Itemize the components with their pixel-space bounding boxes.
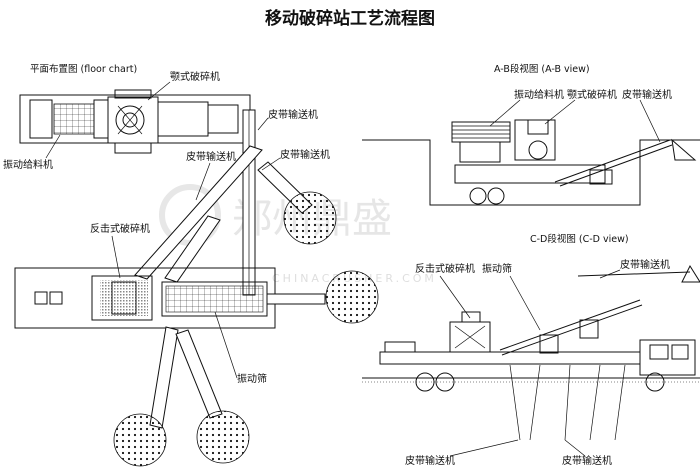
belt-conveyor-horizontal bbox=[266, 293, 326, 305]
label-cd-belt-bottom-left: 皮带输送机 bbox=[405, 454, 455, 467]
jaw-station-top-view bbox=[19, 89, 251, 154]
label-cd-impact-crusher: 反击式破碎机 bbox=[415, 262, 475, 275]
belt-conveyor-lower-left bbox=[149, 326, 179, 429]
label-cd-belt-bottom-right: 皮带输送机 bbox=[562, 454, 612, 467]
ab-view-title: A-B段视图 (A-B view) bbox=[494, 63, 590, 75]
diagram-title: 移动破碎站工艺流程图 bbox=[265, 8, 435, 29]
label-jaw-crusher: 颚式破碎机 bbox=[170, 70, 220, 83]
label-impact-crusher-floor: 反击式破碎机 bbox=[90, 222, 150, 235]
stockpile-1 bbox=[283, 191, 337, 245]
belt-conveyor-diagonal-short bbox=[164, 215, 221, 283]
cd-view-drawing bbox=[362, 264, 700, 441]
label-vibrating-feeder-floor: 振动给料机 bbox=[3, 158, 53, 171]
label-ab-vibrating-feeder: 振动给料机 bbox=[514, 88, 564, 101]
label-belt-mid-right: 皮带输送机 bbox=[280, 148, 330, 161]
belt-conveyor-diagonal-long bbox=[134, 145, 263, 280]
stockpile-2 bbox=[325, 270, 379, 324]
stockpile-4 bbox=[196, 410, 250, 464]
belt-conveyor-vertical bbox=[242, 109, 256, 296]
label-belt-top-right: 皮带输送机 bbox=[268, 108, 318, 121]
label-cd-vibrating-screen: 振动筛 bbox=[482, 262, 512, 275]
impact-station-top-view bbox=[14, 267, 276, 329]
ab-view-drawing bbox=[362, 119, 700, 206]
label-cd-belt-top: 皮带输送机 bbox=[620, 258, 670, 271]
label-ab-jaw-crusher: 颚式破碎机 bbox=[567, 88, 617, 101]
belt-conveyor-lower-right bbox=[175, 329, 223, 419]
stockpile-3 bbox=[113, 413, 167, 467]
label-vibrating-screen-floor: 振动筛 bbox=[237, 372, 267, 385]
label-ab-belt-conveyor: 皮带输送机 bbox=[622, 88, 672, 101]
label-belt-mid-left: 皮带输送机 bbox=[186, 150, 236, 163]
floor-view-title: 平面布置图 (floor chart) bbox=[30, 63, 137, 75]
cd-view-title: C-D段视图 (C-D view) bbox=[530, 233, 629, 245]
